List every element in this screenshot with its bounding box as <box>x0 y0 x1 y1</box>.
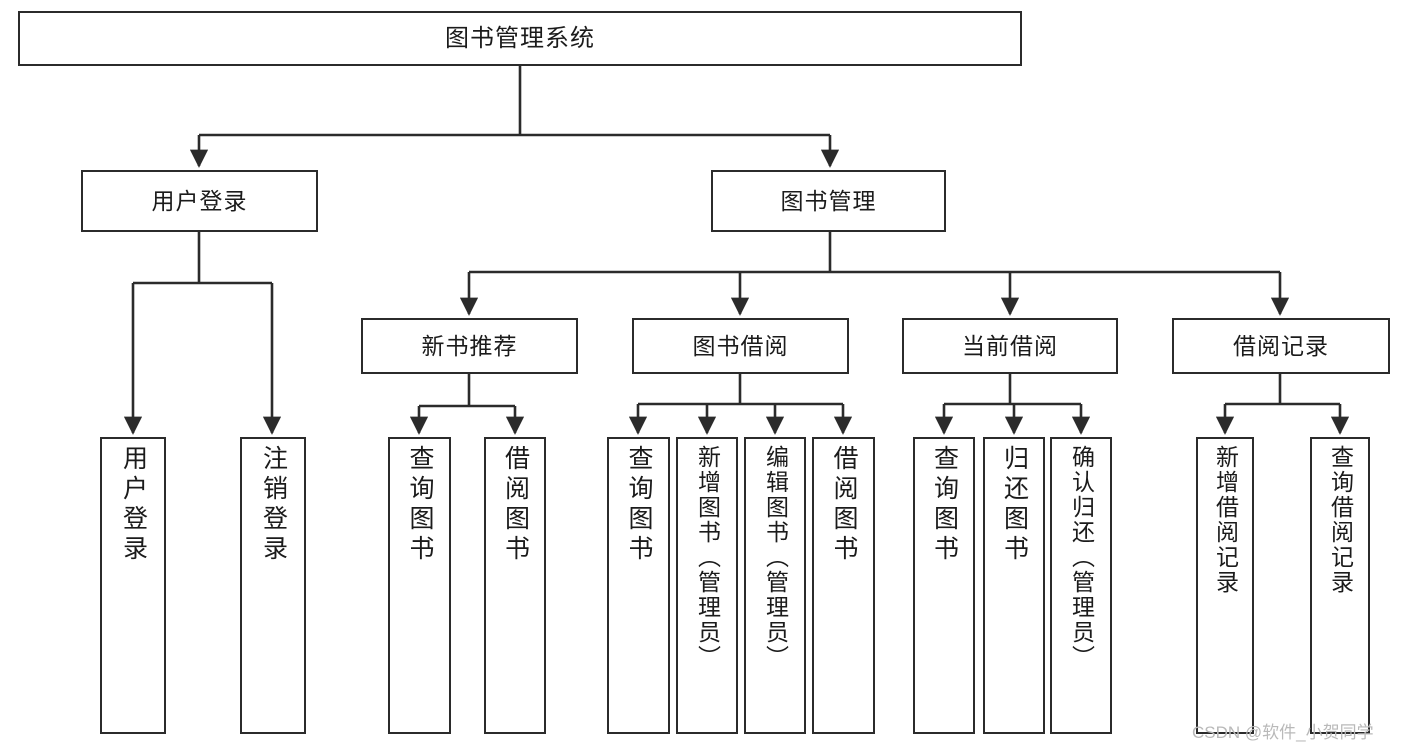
node-leaf-query-book-current[interactable]: 查询图书 <box>913 437 975 734</box>
node-leaf-confirm-return-admin[interactable]: 确认归还（管理员） <box>1050 437 1112 734</box>
node-leaf-query-borrow-record-label: 查询借阅记录 <box>1327 445 1354 595</box>
node-leaf-return-book[interactable]: 归还图书 <box>983 437 1045 734</box>
node-leaf-add-borrow-record-label: 新增借阅记录 <box>1212 445 1239 595</box>
csdn-watermark: CSDN @软件_小贺同学 <box>1192 723 1374 742</box>
node-leaf-confirm-return-admin-label: 确认归还（管理员） <box>1068 445 1095 670</box>
node-leaf-add-book-admin[interactable]: 新增图书（管理员） <box>676 437 738 734</box>
node-root-system[interactable]: 图书管理系统 <box>18 11 1022 66</box>
node-leaf-query-book-current-label: 查询图书 <box>930 445 959 565</box>
node-user-login[interactable]: 用户登录 <box>81 170 318 232</box>
node-new-book-recommend-label: 新书推荐 <box>421 332 518 359</box>
node-book-manage[interactable]: 图书管理 <box>711 170 946 232</box>
node-current-borrow[interactable]: 当前借阅 <box>902 318 1118 374</box>
node-borrow-record-label: 借阅记录 <box>1233 332 1329 359</box>
node-leaf-borrow-book-recommend-label: 借阅图书 <box>501 445 530 565</box>
node-leaf-user-login-label: 用户登录 <box>119 445 148 565</box>
node-leaf-user-logout[interactable]: 注销登录 <box>240 437 306 734</box>
node-book-manage-label: 图书管理 <box>780 187 877 214</box>
node-user-login-label: 用户登录 <box>151 187 248 214</box>
node-book-borrow[interactable]: 图书借阅 <box>632 318 849 374</box>
node-leaf-query-book-borrow-label: 查询图书 <box>625 445 653 565</box>
node-leaf-user-login[interactable]: 用户登录 <box>100 437 166 734</box>
node-leaf-borrow-book-label: 借阅图书 <box>830 445 858 565</box>
node-leaf-query-borrow-record[interactable]: 查询借阅记录 <box>1310 437 1370 734</box>
node-leaf-borrow-book[interactable]: 借阅图书 <box>812 437 875 734</box>
node-leaf-edit-book-admin-label: 编辑图书（管理员） <box>762 445 789 670</box>
node-leaf-add-book-admin-label: 新增图书（管理员） <box>694 445 721 670</box>
node-leaf-user-logout-label: 注销登录 <box>259 445 288 565</box>
node-borrow-record[interactable]: 借阅记录 <box>1172 318 1390 374</box>
node-book-borrow-label: 图书借阅 <box>692 332 789 359</box>
node-current-borrow-label: 当前借阅 <box>962 332 1058 359</box>
node-leaf-borrow-book-recommend[interactable]: 借阅图书 <box>484 437 546 734</box>
node-new-book-recommend[interactable]: 新书推荐 <box>361 318 578 374</box>
node-leaf-edit-book-admin[interactable]: 编辑图书（管理员） <box>744 437 806 734</box>
node-leaf-add-borrow-record[interactable]: 新增借阅记录 <box>1196 437 1254 734</box>
node-leaf-query-book-recommend-label: 查询图书 <box>406 445 434 565</box>
node-leaf-query-book-recommend[interactable]: 查询图书 <box>388 437 451 734</box>
node-leaf-query-book-borrow[interactable]: 查询图书 <box>607 437 670 734</box>
node-leaf-return-book-label: 归还图书 <box>1000 445 1029 565</box>
node-root-label: 图书管理系统 <box>445 24 595 52</box>
